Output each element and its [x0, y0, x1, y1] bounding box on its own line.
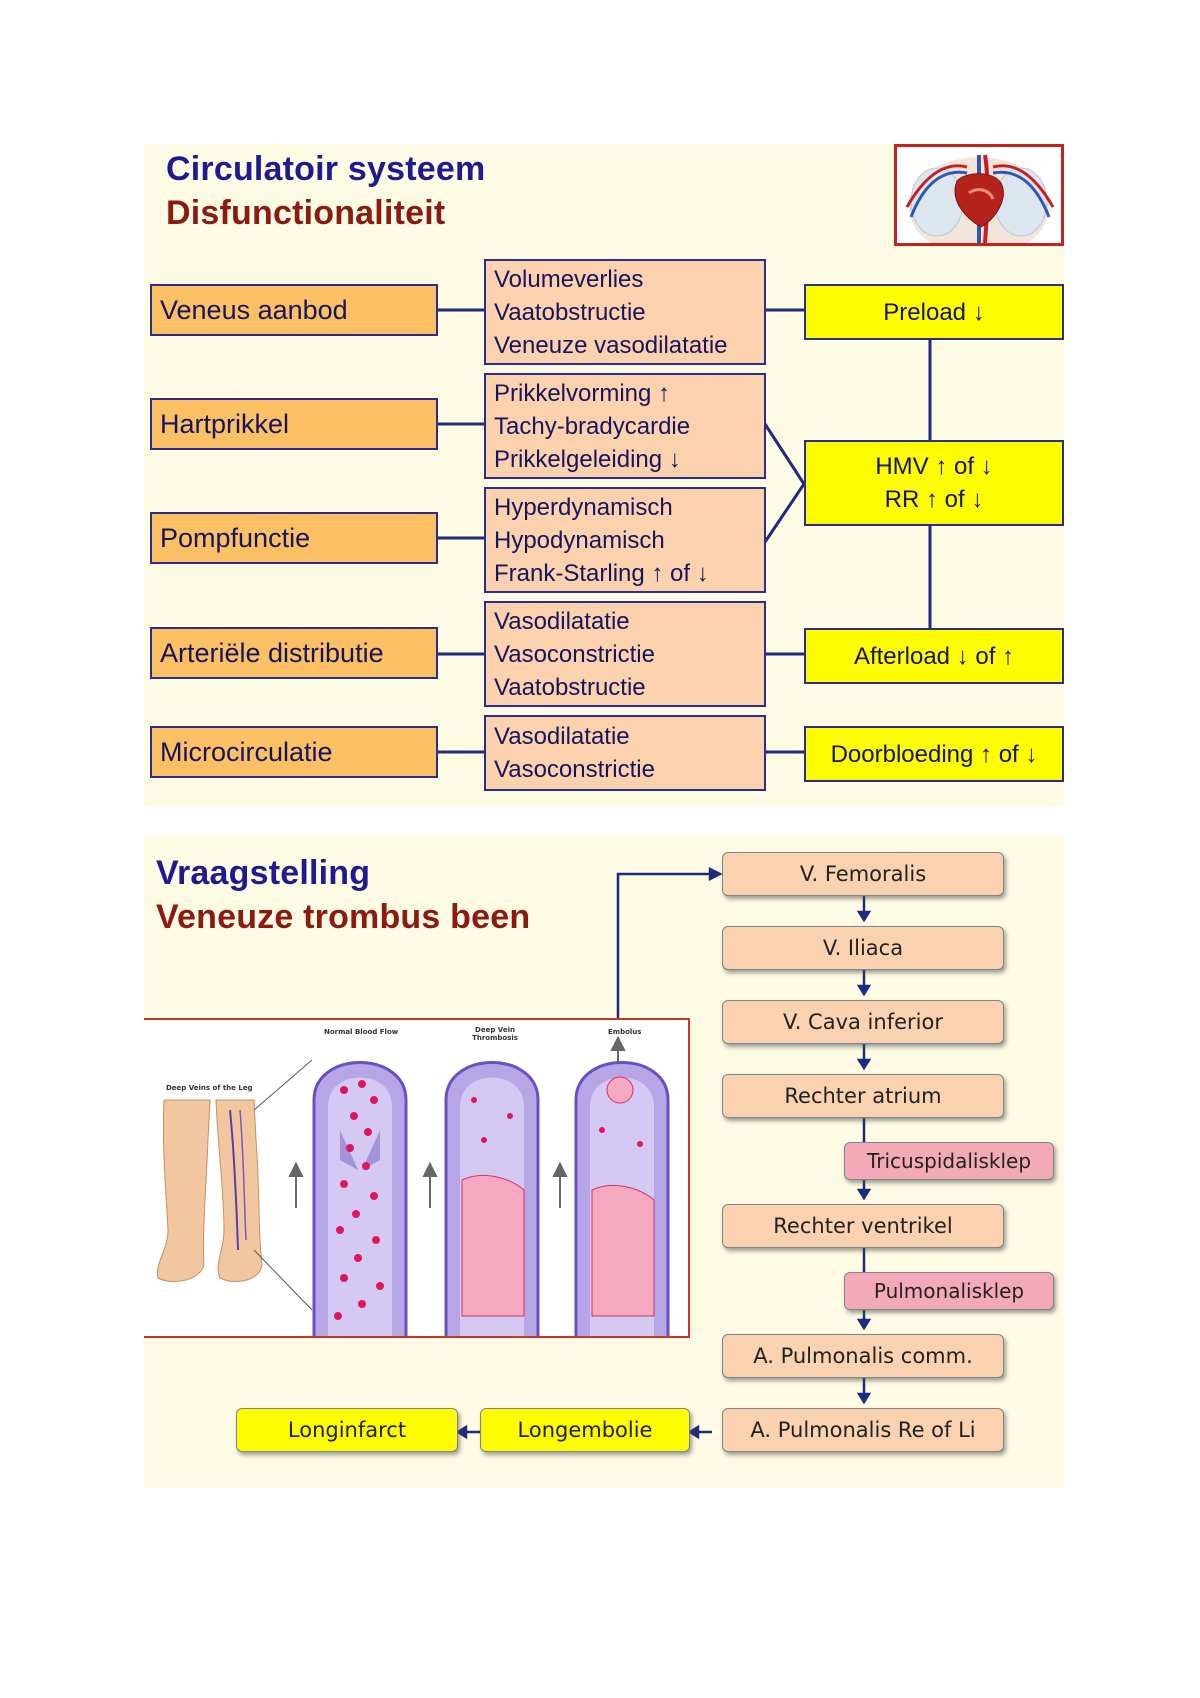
- effect-hmv-rr: HMV ↑ of ↓ RR ↑ of ↓: [804, 440, 1064, 526]
- cause-item: Vasoconstrictie: [494, 640, 655, 668]
- effect-preload: Preload ↓: [804, 284, 1064, 340]
- slide2-title: Vraagstelling: [156, 854, 371, 892]
- slide1-subtitle: Disfunctionaliteit: [166, 194, 446, 232]
- effect-doorbloeding-text: Doorbloeding ↑ of ↓: [830, 740, 1038, 768]
- slide-vraagstelling: Vraagstelling Veneuze trombus been Deep …: [144, 836, 1064, 1488]
- row-label-arteriele-distributie: Arteriële distributie: [150, 627, 438, 679]
- thrombosis-illustration: Deep Veins of the Leg Normal Blood Flow …: [144, 1018, 690, 1338]
- cause-item: Vasodilatatie: [494, 723, 630, 750]
- row-label-microcirculatie: Microcirculatie: [150, 726, 438, 778]
- flow-rechter-atrium: Rechter atrium: [722, 1074, 1004, 1118]
- outcome-longembolie: Longembolie: [480, 1408, 690, 1452]
- cause-item: Hypodynamisch: [494, 526, 665, 554]
- heart-circulation-icon: [894, 144, 1064, 246]
- cause-item: Vaatobstructie: [494, 673, 646, 701]
- flow-a-pulmonalis-re-li: A. Pulmonalis Re of Li: [722, 1408, 1004, 1452]
- effect-afterload: Afterload ↓ of ↑: [804, 628, 1064, 684]
- causes-hartprikkel: Prikkelvorming ↑ Tachy-bradycardie Prikk…: [484, 373, 766, 479]
- vein-drawing: [156, 1035, 670, 1336]
- cause-item: Vasodilatatie: [494, 607, 630, 635]
- effect-afterload-text: Afterload ↓ of ↑: [853, 642, 1015, 670]
- slide1-connectors: [438, 308, 932, 754]
- panel-label-normal: Normal Blood Flow: [324, 1028, 399, 1036]
- cause-item: Volumeverlies: [494, 265, 644, 293]
- slide-circulatoir: Circulatoir systeem Disfunctionaliteit: [144, 144, 1064, 806]
- cause-item: Frank-Starling ↑ of ↓: [494, 559, 709, 587]
- cause-item: Prikkelvorming ↑: [494, 379, 671, 407]
- panel-label-dvt: Deep Vein Thrombosis: [472, 1026, 518, 1042]
- cause-item: Vaatobstructie: [494, 298, 646, 326]
- row-label-hartprikkel: Hartprikkel: [150, 398, 438, 450]
- causes-arteriele-distributie: Vasodilatatie Vasoconstrictie Vaatobstru…: [484, 601, 766, 707]
- effect-hmv-text: HMV ↑ of ↓: [875, 453, 993, 480]
- causes-veneus-aanbod: Volumeverlies Vaatobstructie Veneuze vas…: [484, 259, 766, 365]
- leg-label: Deep Veins of the Leg: [166, 1084, 253, 1092]
- slide2-subtitle: Veneuze trombus been: [156, 898, 531, 936]
- flow-rechter-ventrikel: Rechter ventrikel: [722, 1204, 1004, 1248]
- causes-pompfunctie: Hyperdynamisch Hypodynamisch Frank-Starl…: [484, 487, 766, 593]
- flow-v-iliaca: V. Iliaca: [722, 926, 1004, 970]
- valve-pulmonalisklep: Pulmonalisklep: [844, 1272, 1054, 1310]
- valve-tricuspidalisklep: Tricuspidalisklep: [844, 1142, 1054, 1180]
- outcome-longinfarct: Longinfarct: [236, 1408, 458, 1452]
- effect-preload-text: Preload ↓: [883, 298, 985, 326]
- effect-doorbloeding: Doorbloeding ↑ of ↓: [804, 726, 1064, 782]
- panel-label-embolus: Embolus: [608, 1028, 642, 1036]
- flow-v-cava-inferior: V. Cava inferior: [722, 1000, 1004, 1044]
- causes-microcirculatie: Vasodilatatie Vasoconstrictie: [484, 715, 766, 791]
- row-label-veneus-aanbod: Veneus aanbod: [150, 284, 438, 336]
- cause-item: Hyperdynamisch: [494, 493, 673, 521]
- cause-item: Veneuze vasodilatatie: [494, 331, 728, 359]
- cause-item: Prikkelgeleiding ↓: [494, 445, 681, 473]
- flow-a-pulmonalis-comm: A. Pulmonalis comm.: [722, 1334, 1004, 1378]
- cause-item: Tachy-bradycardie: [494, 412, 691, 440]
- cause-item: Vasoconstrictie: [494, 756, 655, 783]
- flow-v-femoralis: V. Femoralis: [722, 852, 1004, 896]
- row-label-pompfunctie: Pompfunctie: [150, 512, 438, 564]
- slide1-title: Circulatoir systeem: [166, 150, 486, 188]
- effect-rr-text: RR ↑ of ↓: [884, 486, 984, 513]
